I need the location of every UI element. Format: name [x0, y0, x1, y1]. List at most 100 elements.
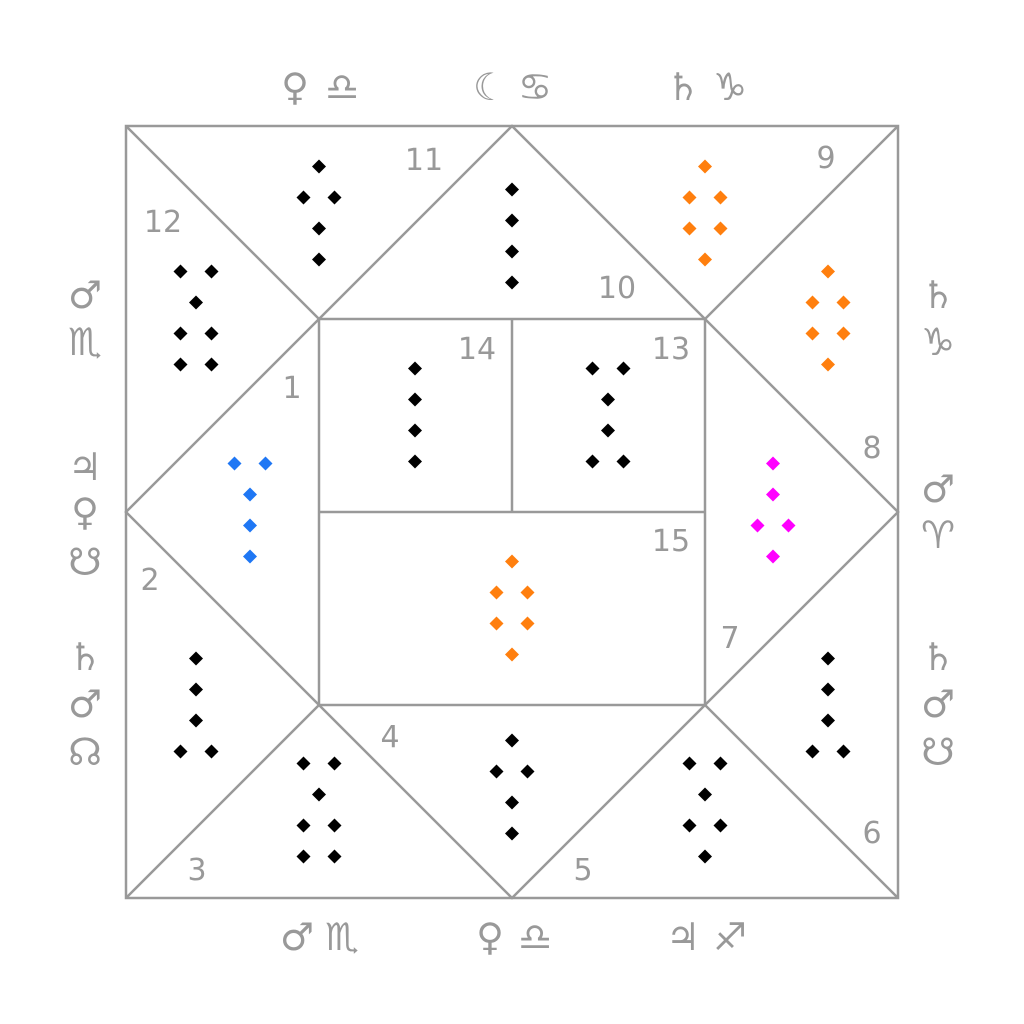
- top-sign-3: ♑: [713, 65, 747, 109]
- figure-house-2: [173, 651, 219, 759]
- bottom-sign-3: ♐: [713, 915, 747, 959]
- inner-diamond: [124, 124, 900, 900]
- figure-dot-h3-r1-1: [296, 756, 311, 771]
- figure-dot-h15-r2-1: [489, 585, 504, 600]
- left-2-node: ☋: [68, 540, 102, 584]
- figure-dot-h4-r2-2: [520, 764, 535, 779]
- figure-dot-h12-r3-1: [173, 326, 188, 341]
- edge-labels-top: ♀ ♎ ☾ ♋ ♄ ♑: [281, 65, 747, 109]
- left-2-planet-b: ♀: [71, 490, 99, 534]
- figure-dot-h9-r1-1: [698, 159, 712, 174]
- figure-dot-h10-r1-1: [505, 182, 519, 197]
- figure-house-10: [505, 182, 519, 290]
- left-3-planet-a: ♄: [68, 635, 102, 679]
- figure-dot-h1-r2-1: [243, 487, 257, 502]
- figure-house-9: [682, 159, 728, 267]
- geomantic-figures: [173, 159, 851, 864]
- figure-dot-h11-r1-1: [312, 159, 326, 174]
- figure-dot-h2-r2-1: [189, 682, 203, 697]
- figure-dot-h8-r1-1: [821, 264, 835, 279]
- figure-dot-h3-r4-2: [327, 849, 342, 864]
- figure-dot-h2-r4-2: [204, 744, 219, 759]
- bottom-sign-2: ♎: [518, 915, 552, 959]
- figure-dot-h10-r4-1: [505, 275, 519, 290]
- right-2-planet: ♂: [921, 467, 955, 511]
- left-1-planet: ♂: [68, 273, 102, 317]
- figure-dot-h11-r2-1: [296, 190, 311, 205]
- right-3-planet-b: ♂: [921, 682, 955, 726]
- figure-dot-h2-r4-1: [173, 744, 188, 759]
- figure-dot-h14-r3-1: [408, 423, 422, 438]
- house-number-11: 11: [405, 143, 443, 178]
- figure-dot-h8-r4-1: [821, 357, 835, 372]
- house-number-13: 13: [652, 332, 690, 367]
- figure-dot-h3-r3-2: [327, 818, 342, 833]
- chart-frame: [124, 124, 900, 900]
- figure-dot-h3-r3-1: [296, 818, 311, 833]
- house-number-14: 14: [458, 332, 496, 367]
- figure-dot-h12-r1-2: [204, 264, 219, 279]
- figure-dot-h13-r4-1: [585, 454, 600, 469]
- left-2-planet-a: ♃: [68, 445, 102, 489]
- house-number-3: 3: [187, 853, 206, 888]
- figure-dot-h8-r2-2: [836, 295, 851, 310]
- figure-dot-h8-r3-2: [836, 326, 851, 341]
- figure-dot-h15-r3-2: [520, 616, 535, 631]
- figure-dot-h12-r1-1: [173, 264, 188, 279]
- figure-dot-h5-r3-2: [713, 818, 728, 833]
- figure-dot-h6-r2-1: [821, 682, 835, 697]
- figure-house-15: [489, 554, 535, 662]
- bottom-sign-1: ♏: [325, 915, 359, 959]
- diagonal-br: [704, 704, 899, 899]
- figure-dot-h1-r4-1: [243, 549, 257, 564]
- figure-dot-h9-r3-2: [713, 221, 728, 236]
- figure-dot-h4-r1-1: [505, 733, 519, 748]
- house-number-7: 7: [720, 621, 739, 656]
- house-number-8: 8: [862, 431, 881, 466]
- figure-dot-h1-r3-1: [243, 518, 257, 533]
- figure-dot-h12-r3-2: [204, 326, 219, 341]
- house-number-10: 10: [598, 271, 636, 306]
- figure-dot-h1-r1-2: [258, 456, 273, 471]
- left-3-node: ☊: [68, 730, 102, 774]
- figure-dot-h9-r2-2: [713, 190, 728, 205]
- figure-dot-h14-r1-1: [408, 361, 422, 376]
- figure-dot-h13-r2-1: [601, 392, 615, 407]
- figure-house-7: [750, 456, 796, 564]
- figure-dot-h9-r4-1: [698, 252, 712, 267]
- top-planet-2: ☾: [473, 65, 507, 109]
- figure-dot-h11-r4-1: [312, 252, 326, 267]
- figure-dot-h11-r2-2: [327, 190, 342, 205]
- figure-dot-h6-r4-1: [805, 744, 820, 759]
- right-3-node: ☋: [921, 730, 955, 774]
- figure-dot-h1-r1-1: [227, 456, 242, 471]
- right-1-sign: ♑: [921, 320, 955, 364]
- edge-labels-bottom: ♂ ♏ ♀ ♎ ♃ ♐: [280, 915, 747, 959]
- figure-dot-h2-r3-1: [189, 713, 203, 728]
- figure-dot-h13-r1-1: [585, 361, 600, 376]
- bottom-planet-3: ♃: [666, 915, 700, 959]
- figure-dot-h5-r1-2: [713, 756, 728, 771]
- figure-dot-h9-r3-1: [682, 221, 697, 236]
- figure-dot-h14-r4-1: [408, 454, 422, 469]
- figure-dot-h7-r2-1: [766, 487, 780, 502]
- diagonal-tl: [125, 125, 320, 320]
- figure-house-5: [682, 756, 728, 864]
- figure-dot-h3-r4-1: [296, 849, 311, 864]
- figure-dot-h7-r1-1: [766, 456, 780, 471]
- house-number-5: 5: [573, 853, 592, 888]
- figure-dot-h11-r3-1: [312, 221, 326, 236]
- diagonal-bl: [125, 704, 320, 899]
- left-3-planet-b: ♂: [68, 682, 102, 726]
- figure-dot-h4-r2-1: [489, 764, 504, 779]
- figure-dot-h12-r4-2: [204, 357, 219, 372]
- house-numbers: 1 2 3 4 5 6 7 8 9 10 11 12 13 14 15: [140, 141, 881, 888]
- top-planet-3: ♄: [666, 65, 700, 109]
- house-number-2: 2: [140, 563, 159, 598]
- right-2-sign: ♈: [921, 513, 955, 557]
- house-number-1: 1: [282, 371, 301, 406]
- top-planet-1: ♀: [281, 65, 309, 109]
- figure-dot-h7-r3-1: [750, 518, 765, 533]
